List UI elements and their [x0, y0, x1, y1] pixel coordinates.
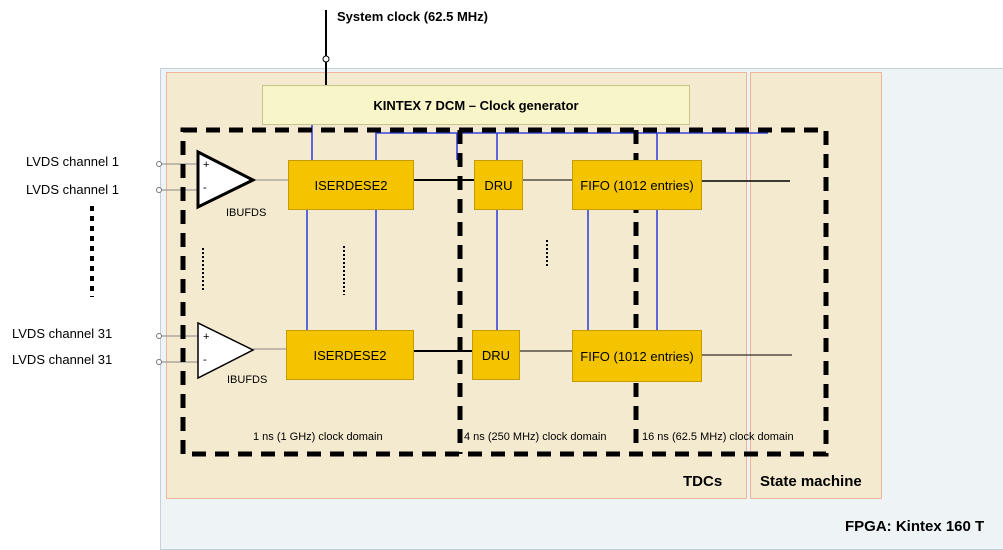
- path-continuation-markers: [202, 240, 548, 295]
- dru-block-2: DRU: [472, 330, 520, 380]
- plus-sign-1: +: [203, 159, 210, 171]
- state-machine-label: State machine: [760, 473, 862, 490]
- input-nodes: [156, 161, 162, 365]
- system-clock-node: [322, 55, 330, 63]
- fifo-label-2: FIFO (1012 entries): [580, 348, 694, 364]
- ibufds-label-1: IBUFDS: [226, 207, 267, 219]
- dru-label-1: DRU: [484, 177, 513, 193]
- dru-block-1: DRU: [474, 160, 523, 210]
- fifo-block-1: FIFO (1012 entries): [572, 160, 702, 210]
- clock-distribution-wires: [306, 123, 768, 330]
- iserdes-block-2: ISERDESE2: [286, 330, 414, 380]
- input-wires: [160, 163, 288, 363]
- iserdes-label-1: ISERDESE2: [314, 177, 388, 193]
- iserdes-label-2: ISERDESE2: [313, 347, 387, 363]
- input-label-ch1-minus: LVDS channel 1: [26, 182, 119, 197]
- fpga-label: FPGA: Kintex 160 T: [845, 518, 985, 535]
- tdcs-label: TDCs: [683, 473, 723, 490]
- iserdes-block-1: ISERDESE2: [288, 160, 414, 210]
- input-label-ch31-minus: LVDS channel 31: [12, 352, 113, 367]
- dcm-label: KINTEX 7 DCM – Clock generator: [373, 97, 579, 113]
- domain-label-4ns: 4 ns (250 MHz) clock domain: [464, 431, 607, 443]
- dcm-clock-generator: KINTEX 7 DCM – Clock generator: [262, 85, 690, 125]
- minus-sign-2: -: [203, 354, 207, 366]
- ibufds-triangle-2: [197, 321, 255, 380]
- system-clock-label: System clock (62.5 MHz): [337, 9, 489, 24]
- minus-sign-1: -: [203, 182, 207, 194]
- domain-label-16ns: 16 ns (62.5 MHz) clock domain: [642, 431, 794, 443]
- dru-label-2: DRU: [481, 347, 511, 363]
- fifo-label-1: FIFO (1012 entries): [580, 177, 694, 193]
- input-label-ch1-plus: LVDS channel 1: [26, 154, 119, 169]
- ibufds-label-2: IBUFDS: [227, 374, 268, 386]
- state-machine-region: [750, 72, 882, 499]
- fifo-block-2: FIFO (1012 entries): [572, 330, 702, 382]
- plus-sign-2: +: [203, 331, 210, 343]
- ibufds-triangle-1: [196, 149, 257, 210]
- domain-label-1ns: 1 ns (1 GHz) clock domain: [253, 431, 383, 443]
- input-label-ch31-plus: LVDS channel 31: [12, 326, 113, 341]
